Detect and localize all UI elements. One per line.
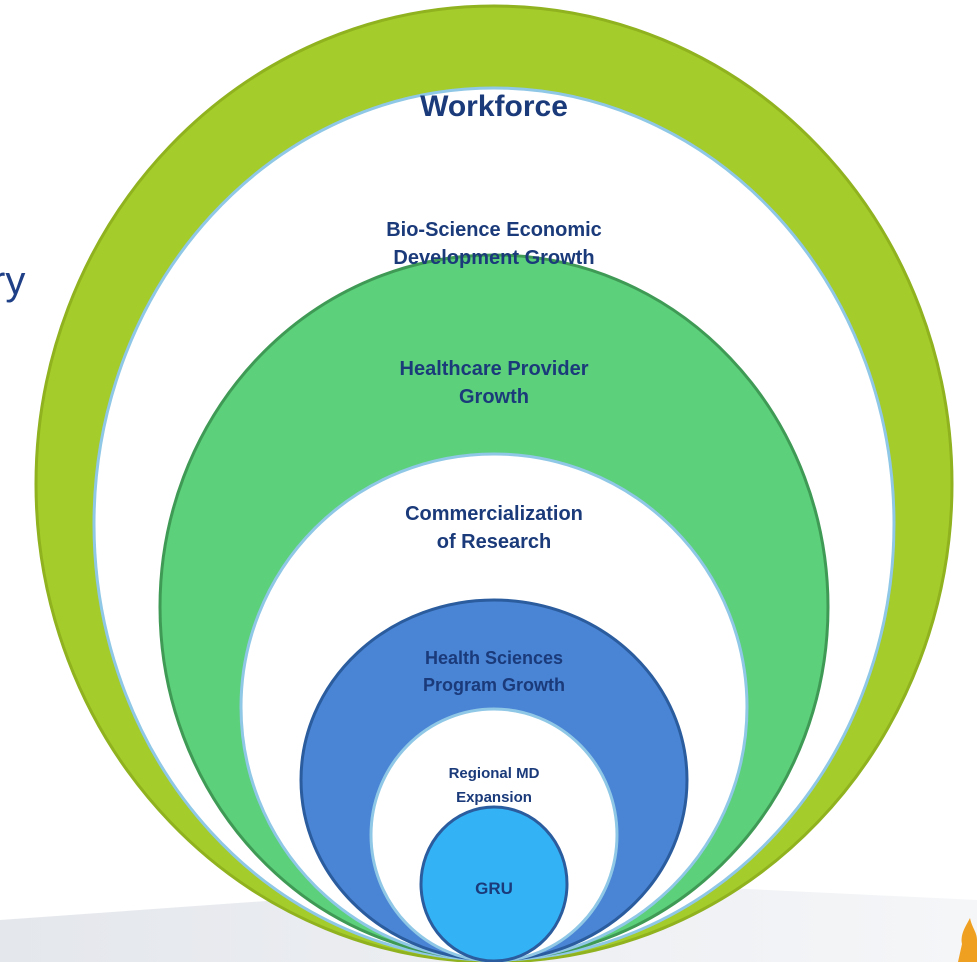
- layer-label-line: Development Growth: [393, 247, 594, 269]
- layer-label-line: of Research: [437, 531, 552, 553]
- partial-text-fragment: ry: [0, 259, 26, 303]
- layer-label-line: Workforce: [420, 90, 568, 123]
- circles-group: [34, 4, 954, 962]
- layer-label-line: Healthcare Provider: [400, 358, 589, 380]
- layer-label-1: Workforce: [420, 90, 568, 123]
- layer-label-line: Program Growth: [423, 675, 565, 695]
- layer-label-line: Health Sciences: [425, 648, 563, 668]
- layer-label-line: GRU: [475, 879, 513, 898]
- layer-label-line: Bio-Science Economic: [386, 219, 602, 241]
- layer-label-4: Commercialization of Research: [405, 503, 583, 553]
- layer-label-line: Commercialization: [405, 503, 583, 525]
- layer-label-line: Growth: [459, 386, 529, 408]
- layer-label-line: Expansion: [456, 789, 532, 806]
- layer-label-7: GRU: [475, 879, 513, 898]
- flame-icon: [958, 918, 977, 962]
- layer-label-6: Regional MD Expansion: [449, 765, 540, 806]
- layer-label-line: Regional MD: [449, 765, 540, 782]
- circle-layer-7: [419, 805, 569, 962]
